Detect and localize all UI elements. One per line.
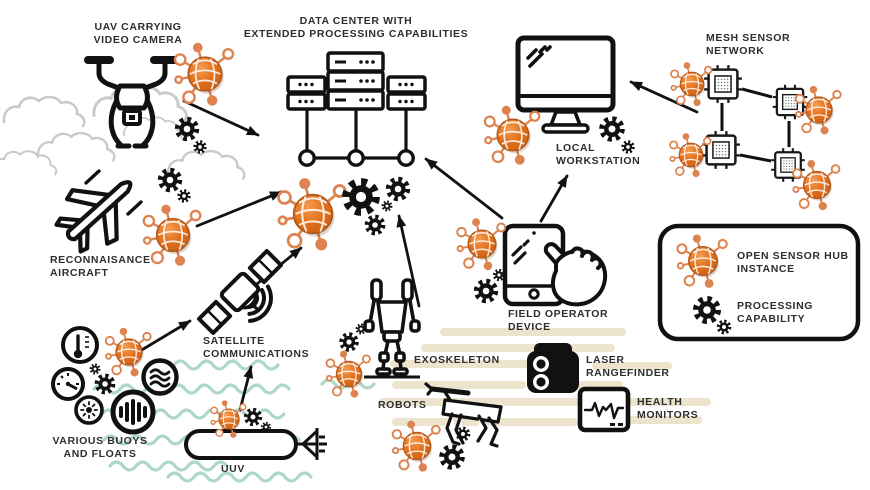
gear-icon [341,334,356,349]
field-device-label: FIELD OPERATOR [508,308,608,320]
arrow-uav-to-datacenter [182,99,260,137]
submarine-icon [184,428,327,460]
arrow-device-to-datacenter [424,157,504,220]
health-monitors-label: HEALTH [637,396,682,408]
satellite-icon [196,248,284,336]
data-center-label: EXTENDED PROCESSING CAPABILITIES [244,28,468,40]
gauge-buoy-icon [51,367,85,401]
legend-hub-label: OPEN SENSOR HUB [737,250,849,262]
drone-icon [84,56,180,149]
open-sensor-hub-icon [670,62,713,107]
exoskeleton-label: EXOSKELETON [414,354,500,366]
mesh-network-label: MESH SENSOR [706,32,790,44]
ecg-monitor-icon [577,386,631,433]
legend-hub-label: INSTANCE [737,263,795,275]
open-sensor-hub-icon [142,204,202,266]
open-sensor-hub-icon [325,350,371,398]
desktop-monitor-icon [515,35,616,134]
uav-label: VIDEO CAMERA [94,34,183,46]
open-sensor-hub-icon [173,42,235,106]
buoy-sensor-icons [51,326,179,435]
signal-waves-icon [246,284,273,323]
open-sensor-hub-icon [391,420,441,472]
rangefinder-icon [527,343,579,393]
workstation-label: WORKSTATION [556,155,640,167]
gear-icon [346,182,375,211]
health-monitors-label: MONITORS [637,409,698,421]
uav-label: UAV CARRYING [94,21,181,33]
mesh-sensor-network [700,63,809,183]
uuv-label: UUV [221,463,245,475]
server-rack-icon [286,51,427,167]
arrow-mesh-to-workstation [629,80,699,114]
legend-gear-label: PROCESSING [737,300,813,312]
open-sensor-hub-icon [456,218,507,271]
gear-icon [89,363,101,375]
sun-buoy-icon [74,395,104,425]
robots-label: ROBOTS [378,399,427,411]
chip-icon [700,129,742,171]
buoys-label: VARIOUS BUOYS [52,435,147,447]
gear-icon [602,119,622,139]
arrow-aircraft-to-hub [195,190,283,228]
laser-rangefinder-label: LASER [586,354,625,366]
open-sensor-hub-icon [483,105,541,165]
thermometer-buoy-icon [61,326,99,364]
terrain-stripes [379,328,711,426]
buoys-label: AND FLOATS [64,448,137,460]
gear-icon [97,376,113,392]
arrow-device-to-workstation [539,174,569,223]
mesh-links [720,87,791,163]
waves-buoy-icon [141,358,179,396]
arrow-buoys-to-satellite [138,319,192,353]
gear-icon [177,189,191,203]
arrow-exoskeleton-to-hub [396,214,421,308]
gear-icon [367,217,383,233]
gear-icon [178,120,197,139]
gear-icon [492,268,506,282]
gear-icon [381,200,393,212]
satellite-label: SATELLITE [203,335,265,347]
gear-icon [389,180,408,199]
airplane-speed-lines [84,169,143,216]
aircraft-label: RECONNAISANCE [50,254,151,266]
gear-icon [193,140,207,154]
open-sensor-hub-icon [277,178,347,251]
legend-gear-label: CAPABILITY [737,313,805,325]
arrow-uuv-to-satellite [238,365,254,412]
exoskeleton-icon [363,278,421,379]
data-center-label: DATA CENTER WITH [300,15,413,27]
aircraft-label: AIRCRAFT [50,267,108,279]
pointing-hand-icon [543,242,608,307]
airplane-icon [54,180,133,254]
laser-rangefinder-label: RANGEFINDER [586,367,670,379]
gear-icon [442,447,462,467]
mesh-network-label: NETWORK [706,45,764,57]
gear-icon [621,140,635,154]
gear-icon [477,282,496,301]
satellite-label: COMMUNICATIONS [203,348,309,360]
field-device-label: DEVICE [508,321,551,333]
audio-buoy-icon [110,389,156,435]
tablet-hand-icon [502,223,608,307]
workstation-label: LOCAL [556,142,595,154]
gear-icon [161,171,180,190]
